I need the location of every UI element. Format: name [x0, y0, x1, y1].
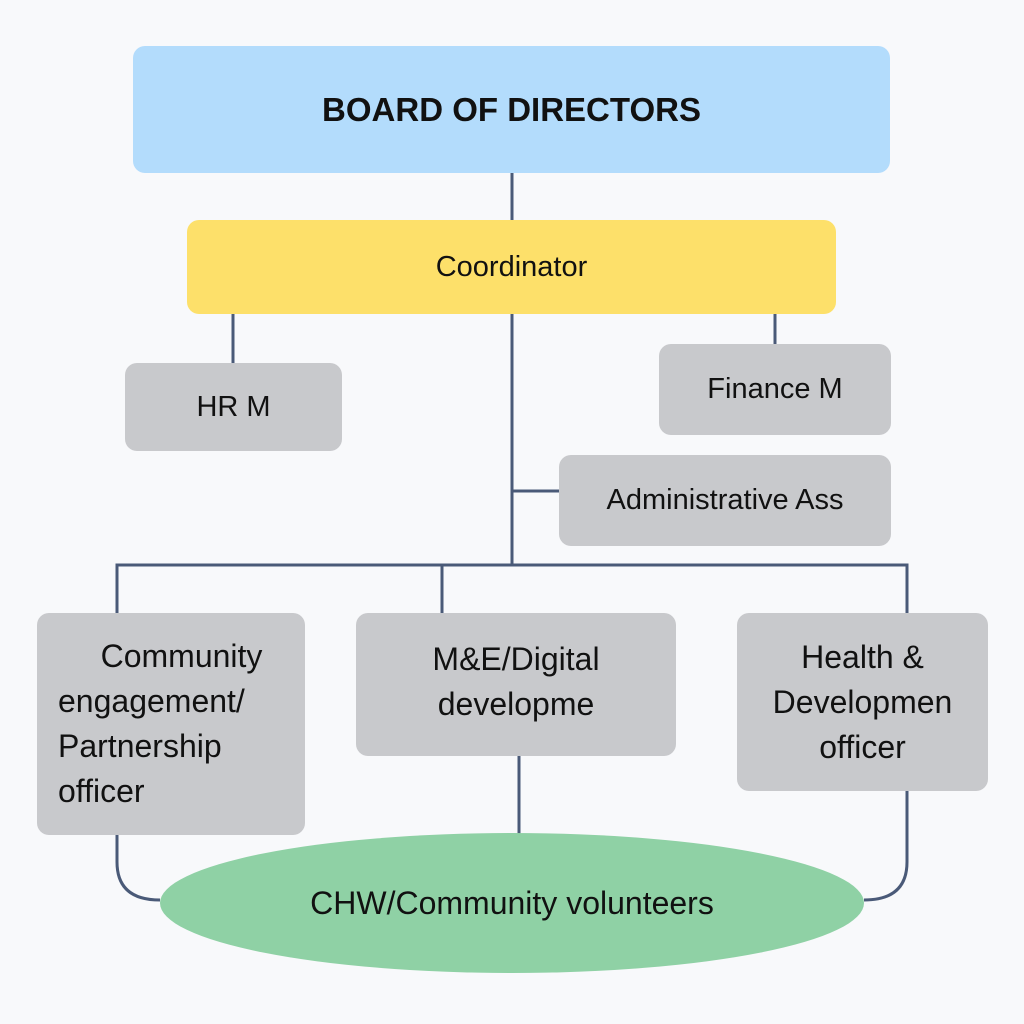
admin-label: Administrative Ass [606, 484, 844, 516]
community-label-line: officer [58, 773, 145, 809]
finance-manager-box: Finance M [659, 344, 891, 435]
me-digital-development-box: M&E/Digital developme [356, 613, 676, 756]
health-label-line: officer [819, 728, 906, 765]
connector-community-chw [115, 835, 161, 902]
health-development-officer-box: Health & Developmen officer [737, 613, 988, 791]
community-label-line: engagement/ [58, 683, 245, 719]
community-engagement-officer-box: Community engagement/ Partnership office… [37, 613, 305, 835]
coordinator-label: Coordinator [435, 250, 588, 283]
me-label-line: M&E/Digital [432, 641, 600, 677]
connector-officers-bus [115, 563, 909, 613]
board-of-directors-box: BOARD OF DIRECTORS [133, 46, 890, 173]
health-label-line: Developmen [772, 683, 953, 720]
connector-health-chw [863, 791, 909, 902]
community-label-line: Community [100, 638, 263, 674]
chw-label: CHW/Community volunteers [310, 884, 714, 921]
hr-manager-box: HR M [125, 363, 342, 451]
hr-label: HR M [196, 390, 271, 423]
board-label: BOARD OF DIRECTORS [322, 90, 701, 128]
community-label-line: Partnership [58, 728, 222, 764]
chw-volunteers-label-wrap: CHW/Community volunteers [160, 870, 864, 936]
coordinator-box: Coordinator [187, 220, 836, 314]
health-label-line: Health & [801, 638, 924, 675]
finance-label: Finance M [707, 373, 843, 405]
me-label-line: developme [437, 686, 595, 722]
administrative-assistant-box: Administrative Ass [559, 455, 891, 546]
chw-volunteers-ellipse [160, 833, 864, 973]
